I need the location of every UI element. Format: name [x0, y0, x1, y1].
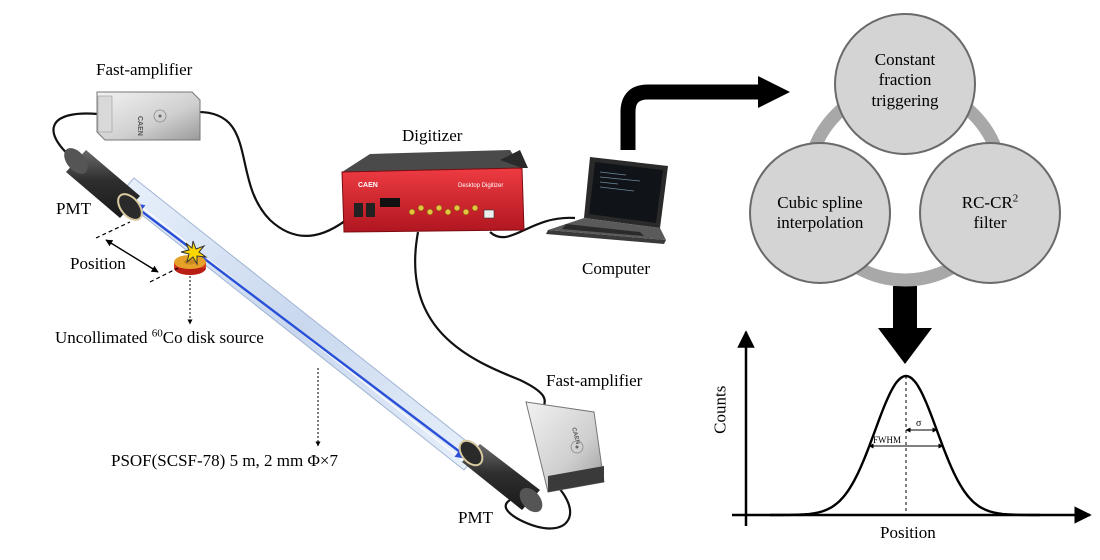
label-fast-amplifier-bottom: Fast-amplifier	[546, 371, 643, 390]
circle-cubic-spline-interpolation	[749, 142, 891, 284]
cable-digitizer-to-amp-bottom	[414, 231, 546, 413]
pmt-bottom	[458, 439, 543, 513]
plot-sigma-label: σ	[916, 418, 922, 429]
label-source: Uncollimated 60Co disk source	[55, 328, 264, 348]
label-digitizer: Digitizer	[402, 126, 463, 145]
label-pmt-bottom: PMT	[458, 508, 493, 527]
label-source-prefix: Uncollimated	[55, 328, 152, 347]
text-cft-line2: fraction	[878, 70, 932, 90]
label-fast-amplifier-top: Fast-amplifier	[96, 60, 193, 79]
plot-xlabel: Position	[880, 523, 936, 542]
digitizer-model: Desktop Digitizer	[458, 183, 503, 189]
label-pmt-top: PMT	[56, 199, 91, 218]
digitizer-brand: CAEN	[358, 182, 378, 189]
position-distribution-plot: FWHM σ	[732, 330, 1092, 526]
processing-cycle	[749, 13, 1061, 287]
label-fiber: PSOF(SCSF-78) 5 m, 2 mm Φ×7	[111, 451, 339, 470]
circle-rc-cr2-filter	[919, 142, 1061, 284]
plot-gaussian-curve	[770, 374, 1040, 517]
text-csi-line2: interpolation	[776, 213, 864, 233]
label-computer: Computer	[582, 259, 650, 278]
text-rc-cr2-filter: RC-CR2 filter	[920, 193, 1060, 234]
position-marker	[95, 221, 179, 283]
text-rccr-sup: 2	[1012, 192, 1019, 205]
cable-amp-top-to-digitizer	[194, 110, 357, 237]
amp-top-brand: CAEN	[136, 116, 143, 136]
text-constant-fraction-triggering: Constant fraction triggering	[835, 50, 975, 111]
text-rccr-line2: filter	[973, 213, 1007, 233]
plot-fwhm-label: FWHM	[873, 435, 901, 445]
text-cubic-spline-interpolation: Cubic spline interpolation	[750, 193, 890, 234]
pmt-top	[64, 148, 143, 221]
flow-arrow-to-plot	[878, 286, 932, 364]
label-position: Position	[70, 254, 126, 273]
cable-digitizer-to-computer	[489, 216, 576, 239]
circle-constant-fraction-triggering	[834, 13, 976, 155]
amp-bottom-brand: CAEN	[570, 427, 580, 445]
text-rccr-line1: RC-CR2	[920, 193, 1060, 213]
gamma-interaction-star-icon	[180, 240, 208, 266]
digitizer-device: CAEN Desktop Digitizer	[341, 150, 528, 233]
text-rccr-main: RC-CR	[961, 193, 1013, 212]
flow-arrow-to-processing	[620, 76, 790, 150]
cable-amp-bottom-to-pmt	[504, 474, 572, 530]
text-cft-line3: triggering	[871, 90, 939, 110]
fast-amplifier-bottom-device: CAEN	[525, 401, 605, 493]
text-csi-line1: Cubic spline	[777, 193, 863, 212]
fast-amplifier-top-device: CAEN	[96, 91, 201, 141]
label-source-isotope: 60	[151, 327, 163, 340]
cable-pmt-to-amp-top	[52, 112, 99, 159]
computer-laptop	[546, 157, 668, 244]
text-cft-line1: Constant	[874, 50, 936, 69]
label-source-suffix: Co disk source	[162, 328, 264, 347]
digitizer-input-connectors	[408, 204, 479, 216]
plot-ylabel: Counts	[710, 385, 730, 434]
